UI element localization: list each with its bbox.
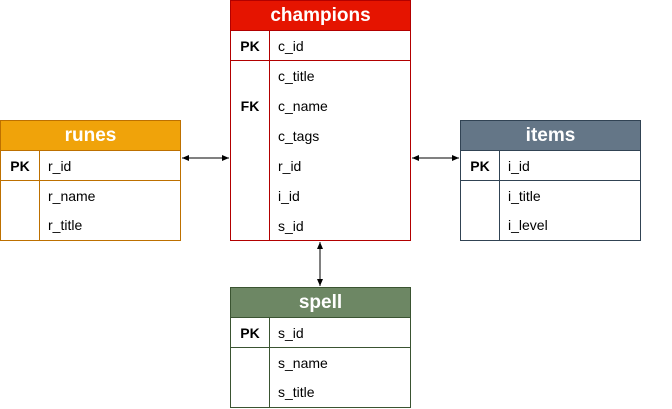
runes-column: r_name [48,187,96,204]
items-pk-column: i_id [508,157,530,174]
spell-key-blank [231,348,270,407]
champions-pk-label: PK [231,31,270,60]
champions-column: c_name [278,98,328,114]
champions-column: s_id [278,218,304,234]
spell-column: s_name [278,354,328,371]
champions-pk-row: PK c_id [231,31,410,61]
spell-column: s_title [278,384,315,401]
runes-column: r_title [48,217,83,234]
runes-pk-label: PK [1,151,40,180]
items-pk-label: PK [461,151,500,180]
runes-pk-column: r_id [48,157,72,174]
spell-table: spell PK s_id s_name s_title [230,287,411,408]
items-key-blank [461,181,500,240]
runes-columns: r_name r_title [1,181,180,240]
runes-key-blank [1,181,40,240]
champions-column: r_id [278,158,302,174]
champions-table-title: champions [231,1,410,31]
items-column: i_level [508,217,548,234]
champions-column: i_id [278,188,300,204]
runes-table-title: runes [1,121,180,151]
spell-columns: s_name s_title [231,348,410,407]
champions-column: c_title [278,68,315,84]
spell-pk-label: PK [231,318,270,347]
items-column: i_title [508,187,541,204]
champions-table: champions PK c_id FK c_title c_name c_ta… [230,0,411,241]
items-pk-row: PK i_id [461,151,640,181]
champions-fk-rows: FK c_title c_name c_tags r_id i_id s_id [231,61,410,241]
items-table-title: items [461,121,640,151]
items-table: items PK i_id i_title i_level [460,120,641,241]
champions-column: c_tags [278,128,320,144]
items-columns: i_title i_level [461,181,640,240]
champions-fk-label: FK [231,61,270,241]
spell-pk-row: PK s_id [231,318,410,348]
runes-pk-row: PK r_id [1,151,180,181]
spell-table-title: spell [231,288,410,318]
runes-table: runes PK r_id r_name r_title [0,120,181,241]
spell-pk-column: s_id [278,324,304,341]
champions-pk-column: c_id [278,37,304,54]
